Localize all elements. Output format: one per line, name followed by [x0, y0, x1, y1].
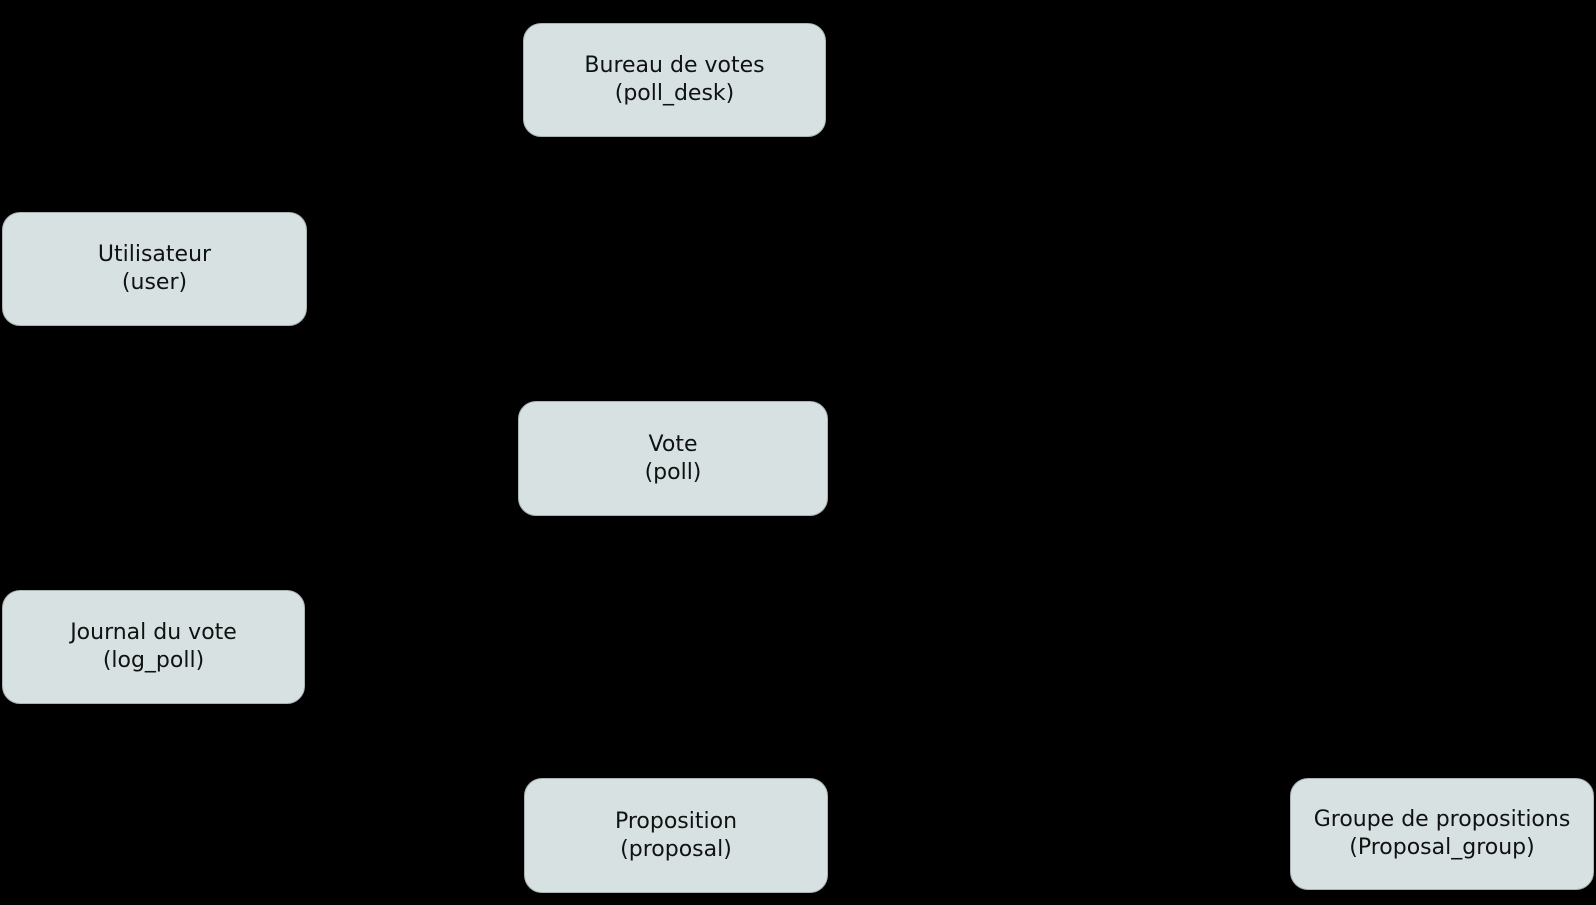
node-poll: Vote (poll): [518, 401, 828, 516]
node-poll-title: Vote: [648, 431, 698, 457]
node-user: Utilisateur (user): [2, 212, 307, 326]
node-proposal-group-subtitle: (Proposal_group): [1349, 835, 1535, 860]
node-poll-desk-title: Bureau de votes: [584, 53, 765, 78]
node-log-poll: Journal du vote (log_poll): [2, 590, 305, 704]
node-poll-desk-subtitle: (poll_desk): [614, 81, 735, 106]
node-log-poll-subtitle: (log_poll): [102, 648, 205, 673]
node-proposal: Proposition (proposal): [524, 778, 828, 893]
node-user-title: Utilisateur: [97, 242, 212, 267]
node-poll-desk: Bureau de votes (poll_desk): [523, 23, 826, 137]
node-proposal-subtitle: (proposal): [620, 836, 732, 862]
node-user-subtitle: (user): [121, 270, 188, 295]
node-poll-subtitle: (poll): [644, 459, 702, 485]
node-proposal-group: Groupe de propositions (Proposal_group): [1290, 778, 1594, 890]
node-proposal-title: Proposition: [614, 808, 738, 834]
node-log-poll-title: Journal du vote: [70, 620, 237, 645]
node-proposal-group-title: Groupe de propositions: [1313, 807, 1571, 832]
